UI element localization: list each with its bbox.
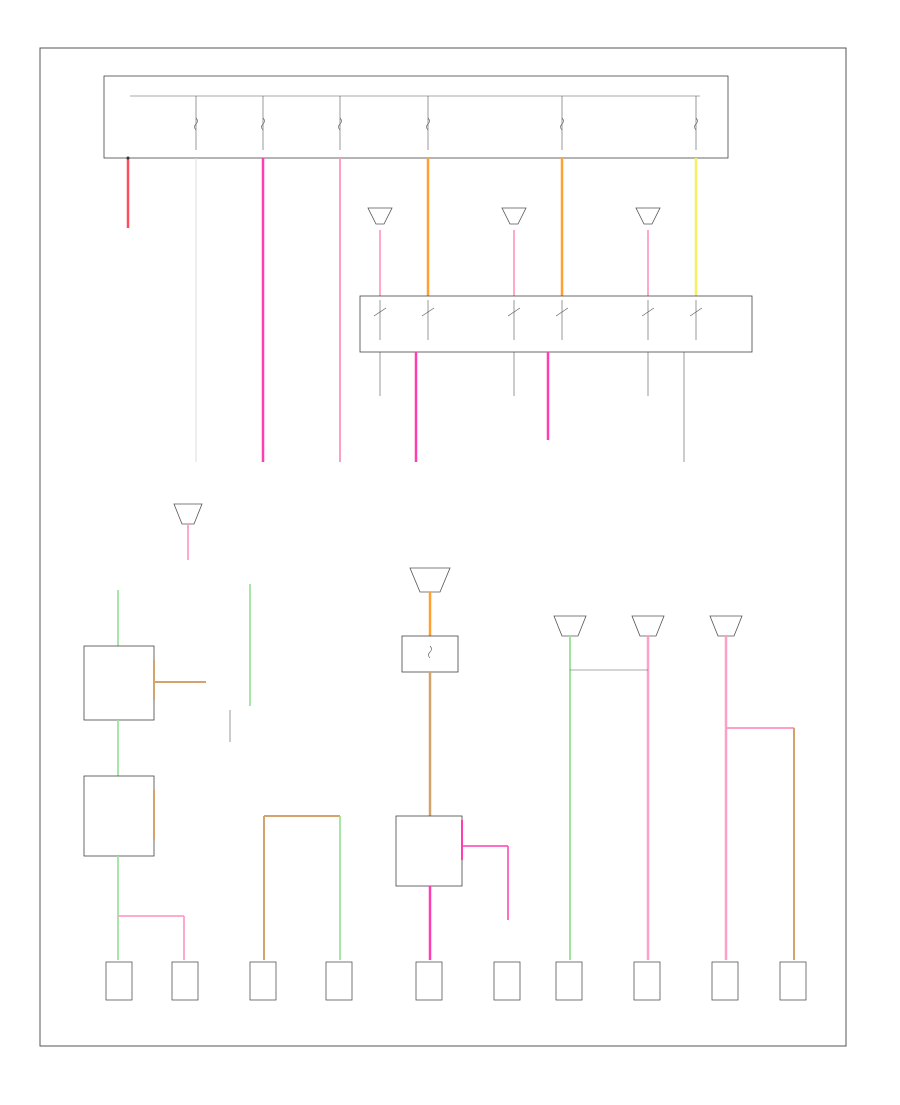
diagram-frame xyxy=(39,47,847,1047)
bottom-component-6 xyxy=(493,961,521,1001)
bottom-component-1 xyxy=(105,961,133,1001)
right-connector-1 xyxy=(553,615,587,637)
relay-3 xyxy=(641,300,703,340)
left-lower-module xyxy=(83,775,155,857)
relay-block xyxy=(359,295,753,353)
relay-source-2 xyxy=(501,207,527,225)
bottom-component-10 xyxy=(779,961,807,1001)
right-connector-3 xyxy=(709,615,743,637)
power-distribution-box-outline xyxy=(103,75,729,159)
bottom-component-7 xyxy=(555,961,583,1001)
fuse-1 xyxy=(194,96,198,150)
right-connector-2 xyxy=(631,615,665,637)
relay-source-3 xyxy=(635,207,661,225)
bottom-component-3 xyxy=(249,961,277,1001)
fuse-5 xyxy=(560,96,564,150)
bottom-component-9 xyxy=(711,961,739,1001)
node xyxy=(126,156,130,160)
fuse-3 xyxy=(338,96,342,150)
left-control-module xyxy=(83,645,155,721)
center-fuse-box xyxy=(401,635,459,673)
left-top-connector xyxy=(173,503,203,525)
fuse-6 xyxy=(694,96,698,150)
relay-1 xyxy=(373,300,435,340)
bottom-component-4 xyxy=(325,961,353,1001)
relay-2 xyxy=(507,300,569,340)
power-distribution-box xyxy=(103,75,729,159)
bottom-component-5 xyxy=(415,961,443,1001)
fuse-2 xyxy=(261,96,265,150)
bottom-component-8 xyxy=(633,961,661,1001)
center-control-module xyxy=(395,815,463,887)
center-fuse xyxy=(428,645,432,659)
fuse-4 xyxy=(426,96,430,150)
relay-source-1 xyxy=(367,207,393,225)
center-top-connector xyxy=(409,567,451,593)
bottom-component-2 xyxy=(171,961,199,1001)
